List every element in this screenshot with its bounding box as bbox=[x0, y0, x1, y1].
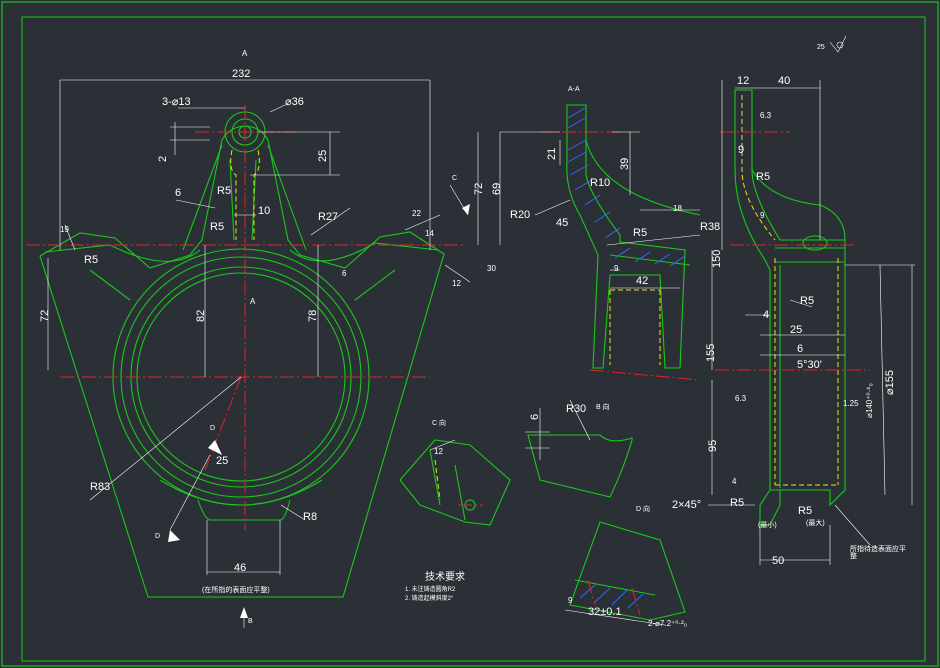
dim-14: 14 bbox=[425, 229, 434, 238]
dim-39: 39 bbox=[619, 157, 631, 170]
dim-30: 30 bbox=[487, 264, 496, 273]
dim-side-25: 25 bbox=[790, 324, 803, 336]
dim-18: 18 bbox=[673, 204, 682, 213]
dim-side-50: 50 bbox=[772, 555, 785, 567]
dim-side-r5d: R5 bbox=[798, 505, 813, 517]
dim-72-right: 72 bbox=[473, 182, 485, 195]
view-b bbox=[525, 399, 633, 498]
front-view bbox=[26, 79, 479, 628]
dim-22: 22 bbox=[412, 209, 421, 218]
dim-detail-9: 9 bbox=[568, 596, 573, 605]
dim-72-left: 72 bbox=[39, 309, 51, 322]
dim-232: 232 bbox=[232, 68, 251, 80]
dim-side-140: ⌀140⁺⁰·⁶₀ bbox=[865, 383, 874, 418]
section-aa-label: A-A bbox=[568, 86, 580, 93]
arrow-b-label: B bbox=[248, 618, 253, 625]
dim-side-155-left: 155 bbox=[705, 343, 717, 362]
dim-9-aa: 9 bbox=[614, 264, 619, 273]
dim-view-c-12: 12 bbox=[434, 447, 443, 456]
dim-side-4b: 4 bbox=[732, 477, 737, 486]
dim-r5-mid: R5 bbox=[210, 221, 225, 233]
dim-10: 10 bbox=[258, 205, 271, 217]
dim-19: 19 bbox=[60, 225, 69, 234]
arrow-d-top-label: D bbox=[210, 425, 216, 432]
dim-side-12: 12 bbox=[737, 75, 750, 87]
dim-12: 12 bbox=[452, 279, 461, 288]
section-aa bbox=[499, 104, 701, 381]
front-view-label: A bbox=[242, 49, 248, 58]
dim-side-40: 40 bbox=[778, 75, 791, 87]
dim-21: 21 bbox=[546, 147, 558, 160]
dim-78: 78 bbox=[307, 309, 319, 322]
dim-side-155-dia: ⌀155 bbox=[884, 370, 896, 395]
dim-r5-top: R5 bbox=[217, 185, 232, 197]
dim-r10: R10 bbox=[590, 177, 611, 189]
dim-r5-left: R5 bbox=[84, 254, 99, 266]
arrow-c-label: C bbox=[452, 175, 458, 182]
dim-69: 69 bbox=[491, 182, 503, 195]
dim-82: 82 bbox=[195, 309, 207, 322]
view-c bbox=[399, 439, 511, 526]
dim-side-6: 6 bbox=[797, 343, 804, 355]
view-d-label: D 向 bbox=[636, 506, 650, 513]
inner-frame bbox=[21, 16, 926, 662]
dim-6-rib: 6 bbox=[342, 269, 347, 278]
dim-view-b-r30: R30 bbox=[566, 403, 587, 415]
dim-side-max: (最大) bbox=[806, 520, 825, 527]
roughness-side-b: 1.25 bbox=[843, 399, 859, 408]
dim-25: 25 bbox=[317, 149, 329, 162]
requirements-title: 技术要求 bbox=[425, 572, 465, 583]
dim-detail-holes: 2-⌀7.2⁺⁰·²₀ bbox=[648, 619, 688, 628]
side-view bbox=[708, 80, 915, 565]
roughness-side: 6.3 bbox=[760, 111, 772, 120]
bottom-detail bbox=[564, 521, 686, 626]
dim-side-r5b: R5 bbox=[800, 295, 815, 307]
arrow-d-bottom-label: D bbox=[155, 533, 161, 540]
front-center-label: A bbox=[250, 297, 256, 306]
dim-side-4: 4 bbox=[763, 309, 770, 321]
dim-side-chamfer: 2×45° bbox=[672, 499, 702, 511]
roughness-side-a: 6.3 bbox=[735, 394, 747, 403]
dim-r8: R8 bbox=[303, 511, 318, 523]
dim-view-b-6: 6 bbox=[529, 413, 541, 420]
view-c-label: C 向 bbox=[432, 420, 446, 427]
dim-r20: R20 bbox=[510, 209, 531, 221]
view-b-label: B 向 bbox=[596, 404, 610, 411]
dim-6: 6 bbox=[175, 187, 182, 199]
dim-holes: 3-⌀13 bbox=[162, 96, 191, 108]
dim-side-angle: 5°30' bbox=[797, 359, 822, 371]
requirement-item: 2. 铸造起模斜度2° bbox=[405, 596, 454, 602]
dim-r5-aa: R5 bbox=[633, 227, 648, 239]
dim-r83: R83 bbox=[90, 481, 111, 493]
dim-side-min: (最小) bbox=[758, 522, 777, 529]
requirement-item: 1. 未注铸造圆角R2 bbox=[405, 587, 456, 593]
side-note: 所指待造表面应平整 bbox=[850, 546, 906, 560]
front-note: (在所指的表面应平整) bbox=[202, 587, 270, 594]
dim-detail-32: 32±0.1 bbox=[588, 606, 622, 618]
dim-side-9b: 9 bbox=[760, 211, 765, 220]
dim-side-r5c: R5 bbox=[730, 497, 745, 509]
dim-side-9: 9 bbox=[738, 144, 745, 156]
roughness-top-right: 25 bbox=[817, 44, 825, 51]
dim-r38: R38 bbox=[700, 221, 721, 233]
dim-side-150: 150 bbox=[711, 249, 723, 268]
dim-boss-dia: ⌀36 bbox=[285, 96, 304, 108]
dim-side-95: 95 bbox=[707, 439, 719, 452]
dim-25-bottom: 25 bbox=[216, 455, 229, 467]
dim-46: 46 bbox=[234, 562, 247, 574]
dim-2: 2 bbox=[157, 155, 169, 162]
dim-r27: R27 bbox=[318, 211, 339, 223]
dim-45: 45 bbox=[556, 217, 569, 229]
dim-42: 42 bbox=[636, 275, 649, 287]
dim-side-r5: R5 bbox=[756, 171, 771, 183]
technical-requirements: 技术要求 1. 未注铸造圆角R2 2. 铸造起模斜度2° bbox=[405, 568, 465, 604]
